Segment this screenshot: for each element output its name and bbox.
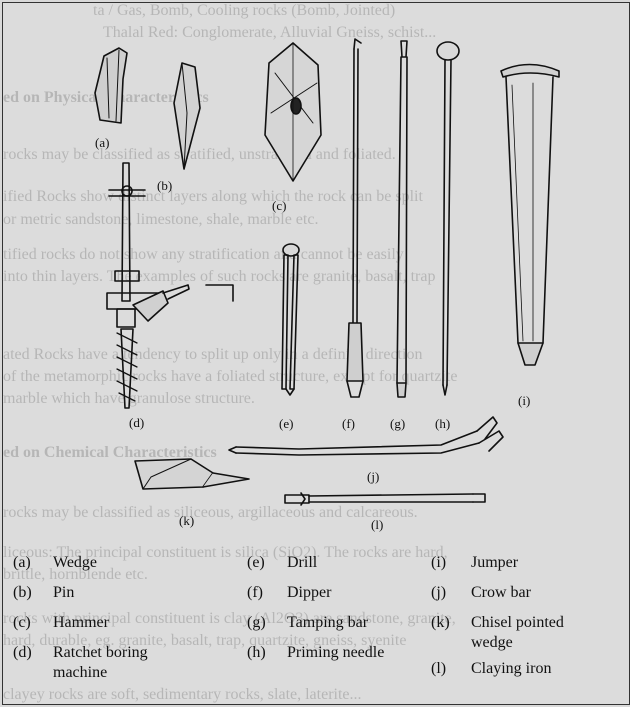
bg-line: ated Rocks have a tendency to split up o…	[3, 346, 423, 363]
legend-item-dipper: (f)Dipper	[247, 584, 332, 601]
drill-illustration	[281, 243, 300, 396]
jumper-illustration	[500, 63, 560, 366]
bg-line: ified Rocks show distinct layers along w…	[3, 188, 423, 205]
bg-line: or metric sandstone, limestone, shale, m…	[3, 211, 319, 228]
bg-line: clayey rocks are soft, sedimentary rocks…	[3, 686, 362, 703]
bg-line: ed on Chemical Characteristics	[3, 444, 217, 461]
figure-label-l: (l)	[371, 517, 383, 532]
bg-line: tified rocks do not show any stratificat…	[3, 246, 404, 263]
bg-line: hard, durable, eg. granite, basalt, trap…	[3, 632, 407, 649]
bg-line: liceous: The principal constituent is si…	[3, 544, 448, 561]
priming-needle-illustration	[436, 41, 460, 396]
figure-label-k: (k)	[179, 513, 194, 528]
figure-label-e: (e)	[279, 416, 293, 431]
bg-line: brittle, hornblende etc.	[3, 566, 148, 583]
wedge-illustration	[94, 47, 128, 124]
legend-item-wedge: (a)Wedge	[13, 554, 98, 571]
figure-label-h: (h)	[435, 416, 450, 431]
claying-iron-illustration	[284, 492, 486, 506]
legend-item-claying-iron: (l)Claying iron	[431, 660, 552, 677]
legend-item-jumper: (i)Jumper	[431, 554, 519, 571]
hammer-illustration	[264, 42, 322, 182]
bg-line: rocks with principal constituent is clay…	[3, 610, 456, 627]
bg-line: into thin layers. The examples of such r…	[3, 268, 436, 285]
bg-line: Thalal Red: Conglomerate, Alluvial Gneis…	[103, 24, 437, 41]
legend-item-priming-needle: (h)Priming needle	[247, 644, 385, 661]
bg-line: ta / Gas, Bomb, Cooling rocks (Bomb, Joi…	[93, 2, 396, 19]
tool-legend: (a)Wedge (b)Pin (c)Hammer (d)Ratchet bor…	[3, 549, 629, 704]
legend-item-crow-bar: (j)Crow bar	[431, 584, 531, 601]
figure-label-g: (g)	[390, 416, 405, 431]
legend-item-hammer: (c)Hammer	[13, 614, 109, 631]
figure-label-d: (d)	[129, 415, 144, 430]
dipper-illustration	[346, 38, 364, 398]
crow-bar-illustration	[228, 416, 504, 456]
figure-label-b: (b)	[157, 178, 172, 193]
figure-label-j: (j)	[367, 469, 379, 484]
figure-label-i: (i)	[518, 393, 530, 408]
figure-label-c: (c)	[272, 198, 286, 213]
bg-line: rocks may be classified as siliceous, ar…	[3, 504, 418, 521]
quarrying-tools-figure: (a) (b) (c) (d) (e) (f) (g) (h) (i) (j) …	[94, 38, 560, 532]
legend-item-tamping-bar: (g)Tamping bar	[247, 614, 369, 631]
ratchet-boring-machine-illustration	[106, 162, 234, 409]
tamping-bar-illustration	[396, 40, 408, 398]
pin-illustration	[173, 62, 201, 170]
figure-label-f: (f)	[342, 416, 355, 431]
figure-label-a: (a)	[95, 135, 109, 150]
legend-item-pin: (b)Pin	[13, 584, 75, 601]
chisel-pointed-wedge-illustration	[134, 458, 250, 490]
legend-item-drill: (e)Drill	[247, 554, 318, 571]
